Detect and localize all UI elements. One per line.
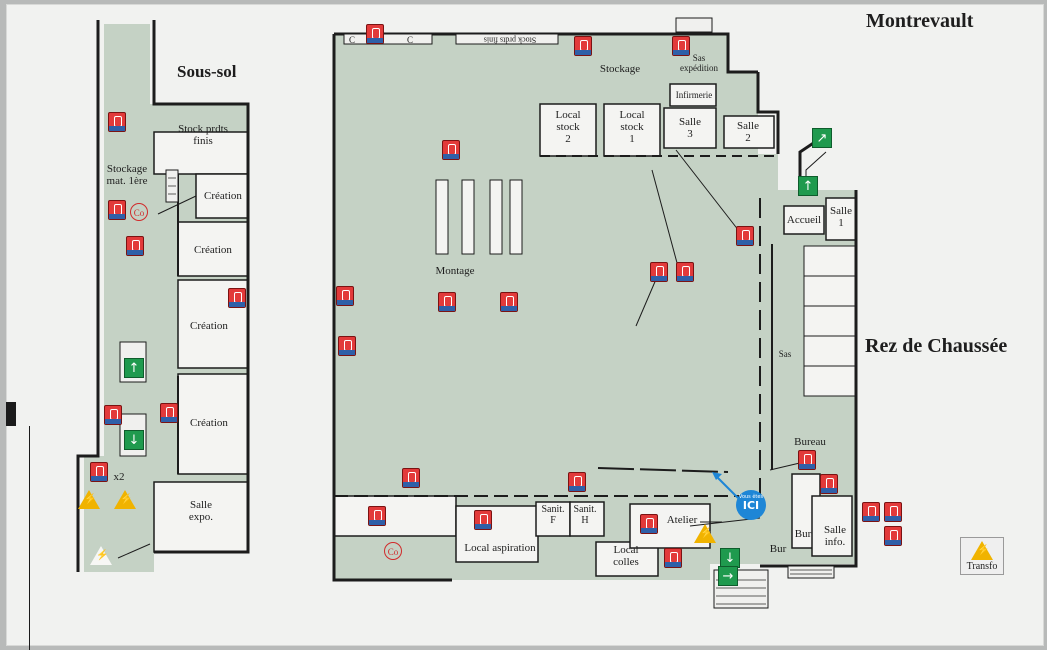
fire-extinguisher-icon xyxy=(884,502,902,522)
emergency-exit-icon: ↑ xyxy=(798,176,818,196)
fire-extinguisher-icon xyxy=(568,472,586,492)
room-local-aspiration: Local aspiration xyxy=(464,542,536,554)
room-3: Salle 3 xyxy=(679,116,701,140)
emergency-exit-icon: ↗ xyxy=(812,128,832,148)
left-frame-edge xyxy=(6,402,16,426)
label-stock-finished-inverted: Stock prdts finis xyxy=(483,35,537,45)
fire-extinguisher-icon xyxy=(474,510,492,530)
fire-extinguisher-icon xyxy=(402,468,420,488)
label-transformer: Transfo xyxy=(966,561,998,572)
room-local-stock-2: Local stock 2 xyxy=(555,109,581,145)
emergency-exit-icon: ↓ xyxy=(124,430,144,450)
room-stock-finished: Stock prdts finis xyxy=(178,123,228,147)
room-workshop: Atelier xyxy=(666,514,698,526)
fire-extinguisher-icon xyxy=(664,548,682,568)
electrical-hazard-icon xyxy=(694,524,716,543)
room-2: Salle 2 xyxy=(737,120,759,144)
room-reception: Accueil xyxy=(786,214,822,226)
room-local-colles: Local colles xyxy=(613,544,639,568)
fire-extinguisher-icon xyxy=(736,226,754,246)
room-bur-2: Bur xyxy=(794,528,812,540)
room-office: Bureau xyxy=(794,436,826,448)
room-sanit-h: Sanit. H xyxy=(573,504,597,526)
fire-extinguisher-icon xyxy=(108,112,126,132)
fire-hose-icon xyxy=(338,336,356,356)
room-sanit-f: Sanit. F xyxy=(541,504,565,526)
fire-extinguisher-icon xyxy=(228,288,246,308)
fire-extinguisher-icon xyxy=(368,506,386,526)
fire-extinguisher-icon xyxy=(160,403,178,423)
you-are-here-small: Vous êtes xyxy=(738,494,764,500)
room-exhibition: Salle expo. xyxy=(188,499,214,523)
fire-extinguisher-icon xyxy=(366,24,384,44)
co-detector-icon: Co xyxy=(384,542,402,560)
room-creation-1: Création xyxy=(204,190,242,202)
site-title: Montrevault xyxy=(866,10,974,32)
basement-title: Sous-sol xyxy=(177,62,237,81)
fire-extinguisher-icon xyxy=(442,140,460,160)
fire-extinguisher-icon xyxy=(438,292,456,312)
fire-extinguisher-icon xyxy=(640,514,658,534)
room-creation-3: Création xyxy=(190,320,228,332)
room-airlock: Sas xyxy=(778,349,792,359)
room-infirmary: Infirmerie xyxy=(675,90,713,100)
room-dispatch-airlock: Sas expédition xyxy=(680,53,718,73)
fire-extinguisher-icon xyxy=(672,36,690,56)
room-bur-1: Bur xyxy=(769,543,787,555)
electrical-hazard-icon xyxy=(114,490,136,509)
fire-extinguisher-icon xyxy=(574,36,592,56)
fire-extinguisher-icon xyxy=(108,200,126,220)
fire-extinguisher-icon xyxy=(650,262,668,282)
room-local-stock-1: Local stock 1 xyxy=(619,109,645,145)
fire-extinguisher-icon xyxy=(676,262,694,282)
room-1: Salle 1 xyxy=(830,205,852,229)
left-frame-line xyxy=(29,426,30,650)
emergency-exit-icon: ↑ xyxy=(124,358,144,378)
ground-floor-title: Rez de Chaussée xyxy=(865,335,1008,357)
fire-extinguisher-icon xyxy=(820,474,838,494)
fire-extinguisher-icon xyxy=(336,286,354,306)
fire-extinguisher-icon xyxy=(104,405,122,425)
fire-extinguisher-icon xyxy=(862,502,880,522)
room-creation-4: Création xyxy=(190,417,228,429)
emergency-exit-icon: ↓ xyxy=(720,548,740,568)
label-c-left: C xyxy=(348,35,355,45)
electrical-hazard-icon xyxy=(78,490,100,509)
you-are-here-marker: Vous êtes ICI xyxy=(736,490,766,520)
fire-extinguisher-icon xyxy=(500,292,518,312)
room-info: Salle info. xyxy=(824,524,846,548)
electrical-hazard-icon xyxy=(971,541,993,560)
fire-hose-icon xyxy=(884,526,902,546)
room-creation-2: Création xyxy=(194,244,232,256)
you-are-here-big: ICI xyxy=(742,499,760,512)
fire-extinguisher-icon xyxy=(126,236,144,256)
fire-extinguisher-icon xyxy=(798,450,816,470)
co-detector-icon: Co xyxy=(130,203,148,221)
emergency-exit-icon: → xyxy=(718,566,738,586)
area-assembly: Montage xyxy=(435,265,475,277)
fire-extinguisher-icon xyxy=(90,462,108,482)
room-storage: Stockage xyxy=(599,63,641,75)
hazard-outline-icon xyxy=(90,546,112,565)
label-c-right: C xyxy=(406,35,413,45)
room-raw-storage: Stockage mat. 1ère xyxy=(106,163,148,187)
extinguisher-count: x2 xyxy=(113,471,125,483)
